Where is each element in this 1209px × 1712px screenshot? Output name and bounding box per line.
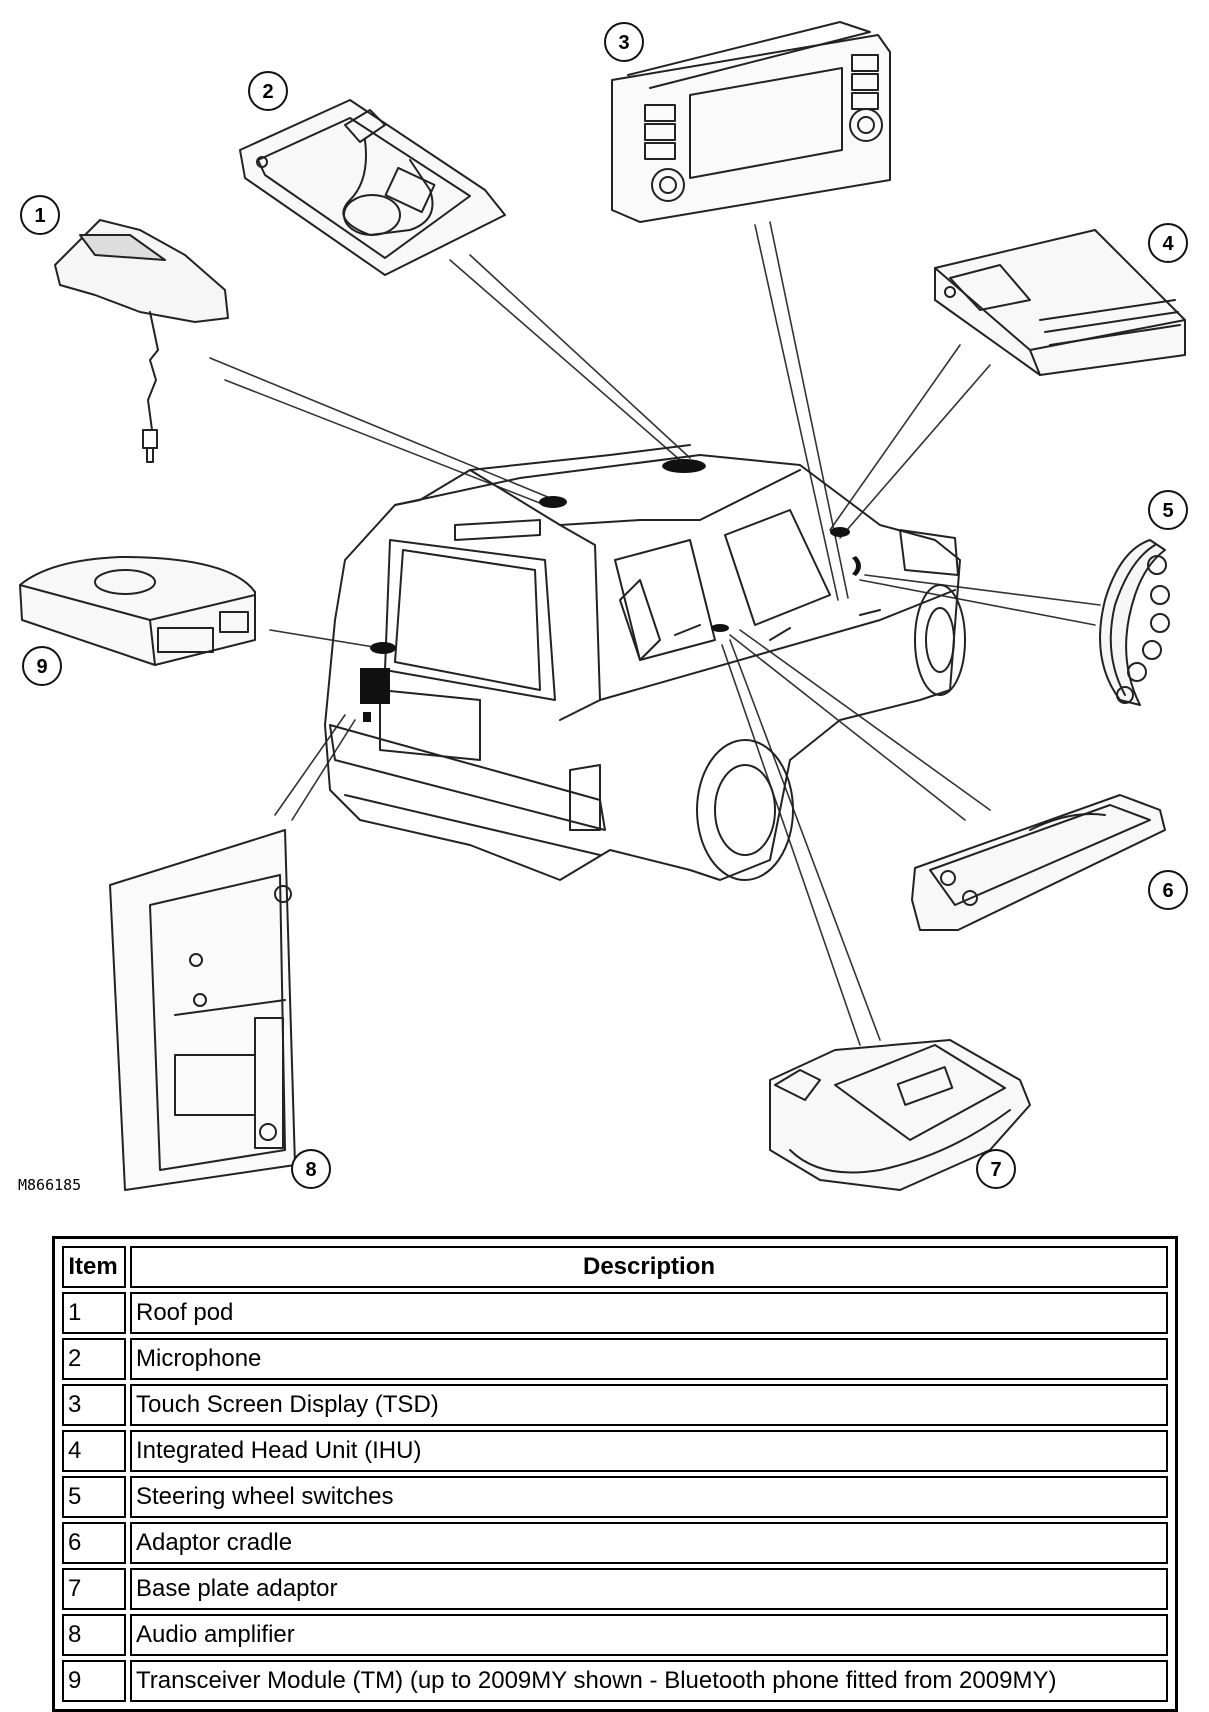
legend-header-description: Description — [130, 1246, 1168, 1288]
legend-item-description: Touch Screen Display (TSD) — [130, 1384, 1168, 1426]
legend-header-item: Item — [62, 1246, 126, 1288]
legend-item-number: 3 — [62, 1384, 126, 1426]
adaptor-cradle-component — [911, 794, 1166, 931]
legend-row: 4 Integrated Head Unit (IHU) — [62, 1430, 1168, 1472]
legend-table: Item Description 1 Roof pod 2 Microphone… — [58, 1242, 1172, 1706]
steering-wheel-switches-component — [1099, 539, 1170, 706]
callout-1: 1 — [34, 205, 45, 227]
legend-item-description: Steering wheel switches — [130, 1476, 1168, 1518]
legend-row: 1 Roof pod — [62, 1292, 1168, 1334]
leader-lines — [209, 221, 1101, 1046]
callout-5: 5 — [1162, 500, 1173, 522]
legend-row: 6 Adaptor cradle — [62, 1522, 1168, 1564]
component-location-diagram: 1 2 3 4 5 6 7 8 9 M866185 — [18, 21, 1188, 1194]
legend-item-description: Roof pod — [130, 1292, 1168, 1334]
legend-item-number: 1 — [62, 1292, 126, 1334]
transceiver-module-component — [19, 556, 256, 666]
legend-row: 3 Touch Screen Display (TSD) — [62, 1384, 1168, 1426]
callout-3: 3 — [618, 32, 629, 54]
legend-row: 2 Microphone — [62, 1338, 1168, 1380]
roof-pod-component — [54, 219, 229, 463]
integrated-head-unit-component — [934, 229, 1186, 376]
touch-screen-display-component — [611, 21, 891, 223]
callout-2: 2 — [262, 81, 273, 103]
callout-8: 8 — [305, 1159, 316, 1181]
legend-item-description: Base plate adaptor — [130, 1568, 1168, 1610]
microphone-component — [239, 99, 506, 276]
vehicle-outline — [324, 444, 966, 881]
legend-row: 7 Base plate adaptor — [62, 1568, 1168, 1610]
legend-row: 8 Audio amplifier — [62, 1614, 1168, 1656]
callout-circles — [20, 22, 1188, 1189]
legend-item-number: 8 — [62, 1614, 126, 1656]
legend-item-description: Integrated Head Unit (IHU) — [130, 1430, 1168, 1472]
base-plate-adaptor-component — [769, 1039, 1031, 1191]
legend-row: 9 Transceiver Module (TM) (up to 2009MY … — [62, 1660, 1168, 1702]
audio-amplifier-component — [109, 829, 296, 1191]
legend-item-description: Adaptor cradle — [130, 1522, 1168, 1564]
legend-item-description: Audio amplifier — [130, 1614, 1168, 1656]
legend-header-row: Item Description — [62, 1246, 1168, 1288]
legend-row: 5 Steering wheel switches — [62, 1476, 1168, 1518]
callout-6: 6 — [1162, 880, 1173, 902]
callout-4: 4 — [1162, 233, 1174, 255]
legend-table-container: Item Description 1 Roof pod 2 Microphone… — [52, 1236, 1178, 1712]
legend-item-number: 7 — [62, 1568, 126, 1610]
mount-markers — [360, 459, 861, 722]
callout-9: 9 — [36, 656, 47, 678]
legend-item-number: 6 — [62, 1522, 126, 1564]
figure-reference: M866185 — [18, 1176, 81, 1194]
legend-item-number: 5 — [62, 1476, 126, 1518]
legend-item-number: 2 — [62, 1338, 126, 1380]
legend-item-number: 9 — [62, 1660, 126, 1702]
legend-item-description: Microphone — [130, 1338, 1168, 1380]
legend-item-number: 4 — [62, 1430, 126, 1472]
callout-7: 7 — [990, 1159, 1001, 1181]
legend-item-description: Transceiver Module (TM) (up to 2009MY sh… — [130, 1660, 1168, 1702]
